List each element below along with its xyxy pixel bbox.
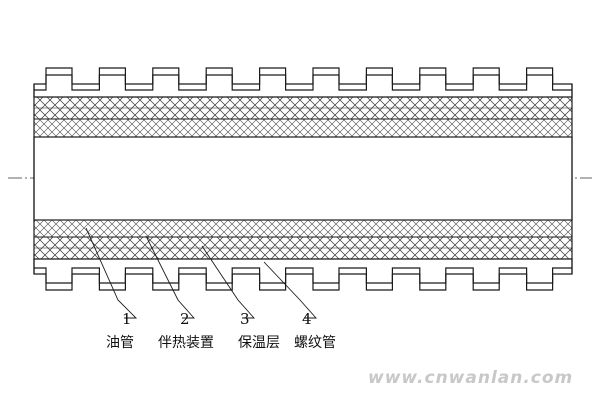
callout-label-3: 保温层 <box>238 335 280 351</box>
bottom-corrugated-pipe <box>33 258 573 291</box>
leader-line-2 <box>145 235 196 319</box>
leader-line-4 <box>263 261 318 319</box>
callout-label-4: 螺纹管 <box>294 335 336 351</box>
leader-lines <box>85 227 318 319</box>
oil-pipe-bore <box>33 136 573 221</box>
watermark-text: www.cnwanlan.com <box>368 368 574 388</box>
top-insulation-layers <box>33 96 573 138</box>
top-corrugated-pipe <box>33 67 573 98</box>
callout-number-2: 2 <box>180 310 190 328</box>
leader-line-3 <box>201 245 256 319</box>
callout-number-3: 3 <box>240 310 250 328</box>
callout-number-4: 4 <box>302 310 312 328</box>
bottom-insulation-layers <box>33 219 573 260</box>
leader-line-1 <box>85 227 138 319</box>
callout-number-1: 1 <box>122 310 132 328</box>
callout-label-1: 油管 <box>106 335 134 351</box>
callout-label-2: 伴热装置 <box>158 335 214 351</box>
